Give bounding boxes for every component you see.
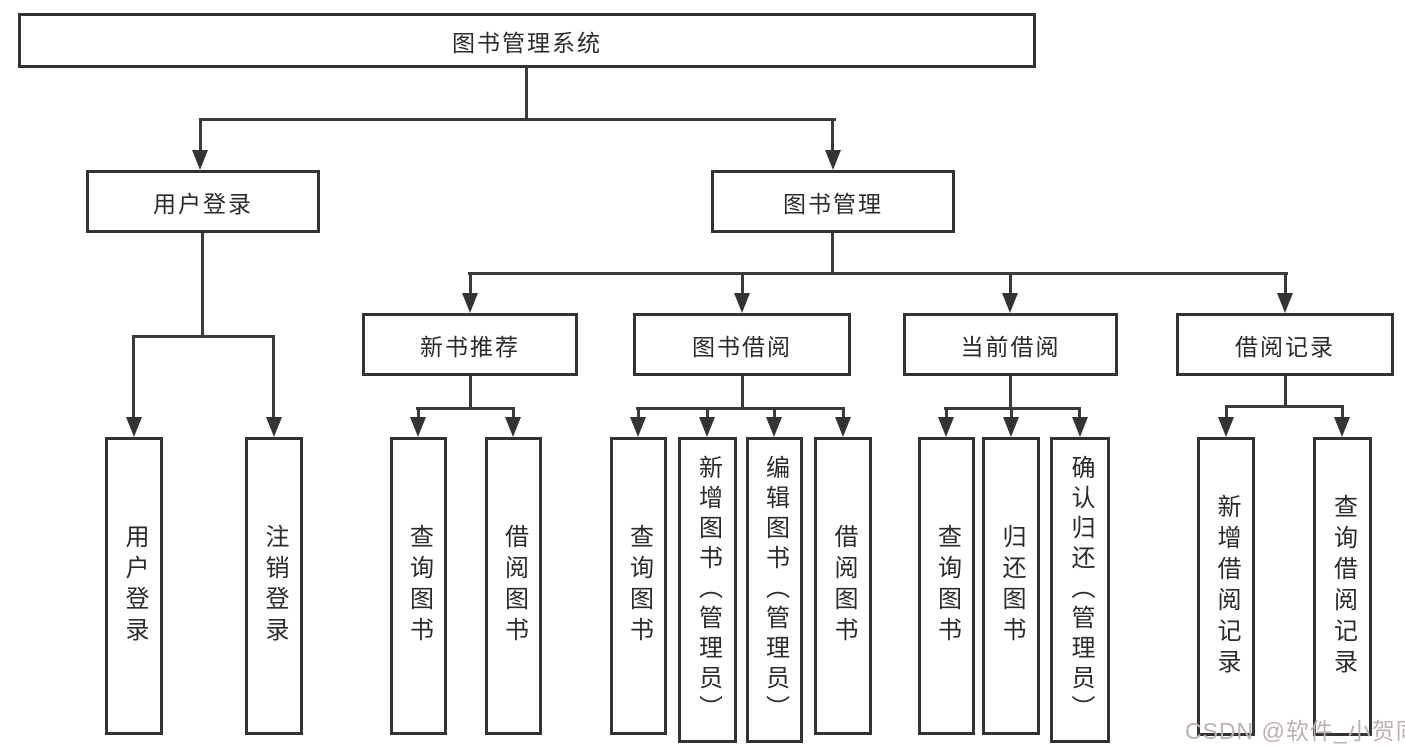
leaf-label: 新增借阅记录 bbox=[1213, 493, 1240, 680]
edge-mgmt-hline bbox=[468, 272, 1288, 275]
leaf-label: 借阅图书 bbox=[500, 524, 528, 648]
edge-g1-arrow2-shaft bbox=[706, 407, 709, 419]
node-borrow-record: 借阅记录 bbox=[1176, 313, 1394, 376]
edge-g1-stem bbox=[741, 376, 744, 407]
leaf-g0-query-book: 查询图书 bbox=[390, 437, 447, 735]
edge-g3-hline bbox=[1225, 405, 1343, 408]
edge-g2-arrow1-shaft bbox=[945, 407, 948, 419]
leaf-label: 查询图书 bbox=[625, 524, 653, 648]
arrow-down-icon bbox=[1002, 293, 1018, 313]
edge-root-arrow-left-shaft bbox=[199, 118, 202, 152]
leaf-label: 归还图书 bbox=[998, 524, 1025, 648]
node-user-login-label: 用户登录 bbox=[153, 190, 253, 217]
arrow-down-icon bbox=[835, 417, 851, 437]
node-new-book-recommend: 新书推荐 bbox=[362, 313, 578, 376]
node-book-management-label: 图书管理 bbox=[783, 190, 883, 217]
edge-mgmt-arrow2-shaft bbox=[741, 272, 744, 295]
leaf-logout: 注销登录 bbox=[245, 437, 303, 735]
arrow-down-icon bbox=[126, 417, 142, 437]
leaf-label: 查询图书 bbox=[933, 524, 961, 648]
arrow-down-icon bbox=[734, 293, 750, 313]
edge-g1-arrow3-shaft bbox=[773, 407, 776, 419]
edge-g2-arrow3-shaft bbox=[1078, 407, 1081, 419]
edge-mgmt-arrow3-shaft bbox=[1009, 272, 1012, 295]
node-current-borrow-label: 当前借阅 bbox=[960, 333, 1061, 360]
arrow-down-icon bbox=[1218, 417, 1234, 437]
arrow-down-icon bbox=[766, 417, 782, 437]
leaf-user-login: 用户登录 bbox=[105, 437, 163, 735]
leaf-g1-query-book: 查询图书 bbox=[610, 437, 667, 735]
arrow-down-icon bbox=[1003, 417, 1019, 437]
edge-g0-arrow2-shaft bbox=[512, 407, 515, 419]
node-current-borrow: 当前借阅 bbox=[903, 313, 1118, 376]
node-book-borrow: 图书借阅 bbox=[633, 313, 851, 376]
edge-login-hline bbox=[132, 335, 275, 338]
edge-root-stem bbox=[525, 68, 528, 118]
edge-g0-arrow1-shaft bbox=[417, 407, 420, 419]
edge-mgmt-arrow4-shaft bbox=[1284, 272, 1287, 295]
edge-login-stem bbox=[201, 233, 204, 335]
node-new-book-recommend-label: 新书推荐 bbox=[420, 333, 520, 360]
edge-g3-stem bbox=[1284, 376, 1287, 405]
leaf-g2-query-book: 查询图书 bbox=[918, 437, 975, 735]
edge-root-arrow-right-shaft bbox=[831, 118, 834, 152]
leaf-label: 查询图书 bbox=[405, 524, 433, 648]
node-borrow-record-label: 借阅记录 bbox=[1235, 333, 1335, 360]
arrow-down-icon bbox=[630, 417, 646, 437]
arrow-down-icon bbox=[410, 417, 426, 437]
arrow-down-icon bbox=[1072, 417, 1088, 437]
edge-g1-hline bbox=[636, 407, 844, 410]
arrow-down-icon bbox=[462, 293, 478, 313]
leaf-g1-borrow-book: 借阅图书 bbox=[814, 437, 872, 735]
node-book-borrow-label: 图书借阅 bbox=[692, 333, 792, 360]
leaf-g2-confirm-return-admin: 确认归还（管理员） bbox=[1050, 437, 1110, 743]
node-root: 图书管理系统 bbox=[18, 13, 1036, 68]
leaf-user-login-label: 用户登录 bbox=[121, 524, 148, 648]
edge-g1-arrow4-shaft bbox=[842, 407, 845, 419]
edge-g0-hline bbox=[416, 407, 515, 410]
arrow-down-icon bbox=[699, 417, 715, 437]
edge-g2-arrow2-shaft bbox=[1010, 407, 1013, 419]
node-root-label: 图书管理系统 bbox=[452, 29, 602, 56]
edge-mgmt-stem bbox=[831, 233, 834, 272]
edge-root-hline bbox=[199, 118, 836, 121]
edge-mgmt-arrow1-shaft bbox=[469, 272, 472, 295]
arrow-down-icon bbox=[1334, 417, 1350, 437]
edge-g3-arrow2-shaft bbox=[1341, 405, 1344, 419]
arrow-down-icon bbox=[938, 417, 954, 437]
leaf-label: 编辑图书（管理员） bbox=[761, 455, 789, 725]
leaf-label: 新增图书（管理员） bbox=[694, 455, 722, 725]
node-book-management: 图书管理 bbox=[711, 170, 955, 233]
arrow-down-icon bbox=[505, 417, 521, 437]
leaf-g3-add-borrow-record: 新增借阅记录 bbox=[1197, 437, 1255, 736]
leaf-label: 查询借阅记录 bbox=[1329, 493, 1357, 680]
leaf-label: 借阅图书 bbox=[830, 524, 857, 648]
edge-g1-arrow1-shaft bbox=[637, 407, 640, 419]
edge-g3-arrow1-shaft bbox=[1225, 405, 1228, 419]
leaf-g1-add-book-admin: 新增图书（管理员） bbox=[678, 437, 737, 743]
arrow-down-icon bbox=[192, 150, 208, 170]
edge-login-arrow1-shaft bbox=[132, 335, 135, 419]
leaf-g1-edit-book-admin: 编辑图书（管理员） bbox=[746, 437, 803, 743]
arrow-down-icon bbox=[266, 417, 282, 437]
edge-g2-stem bbox=[1009, 376, 1012, 407]
edge-login-arrow2-shaft bbox=[272, 335, 275, 419]
leaf-g3-query-borrow-record: 查询借阅记录 bbox=[1313, 437, 1372, 736]
leaf-g2-return-book: 归还图书 bbox=[982, 437, 1040, 735]
csdn-watermark: CSDN @软件_小贺同学 bbox=[1185, 718, 1405, 744]
leaf-g0-borrow-book: 借阅图书 bbox=[485, 437, 542, 735]
leaf-label: 确认归还（管理员） bbox=[1067, 455, 1094, 725]
arrow-down-icon bbox=[825, 150, 841, 170]
node-user-login: 用户登录 bbox=[86, 170, 320, 233]
edge-g0-stem bbox=[469, 376, 472, 407]
leaf-logout-label: 注销登录 bbox=[261, 524, 288, 648]
arrow-down-icon bbox=[1277, 293, 1293, 313]
